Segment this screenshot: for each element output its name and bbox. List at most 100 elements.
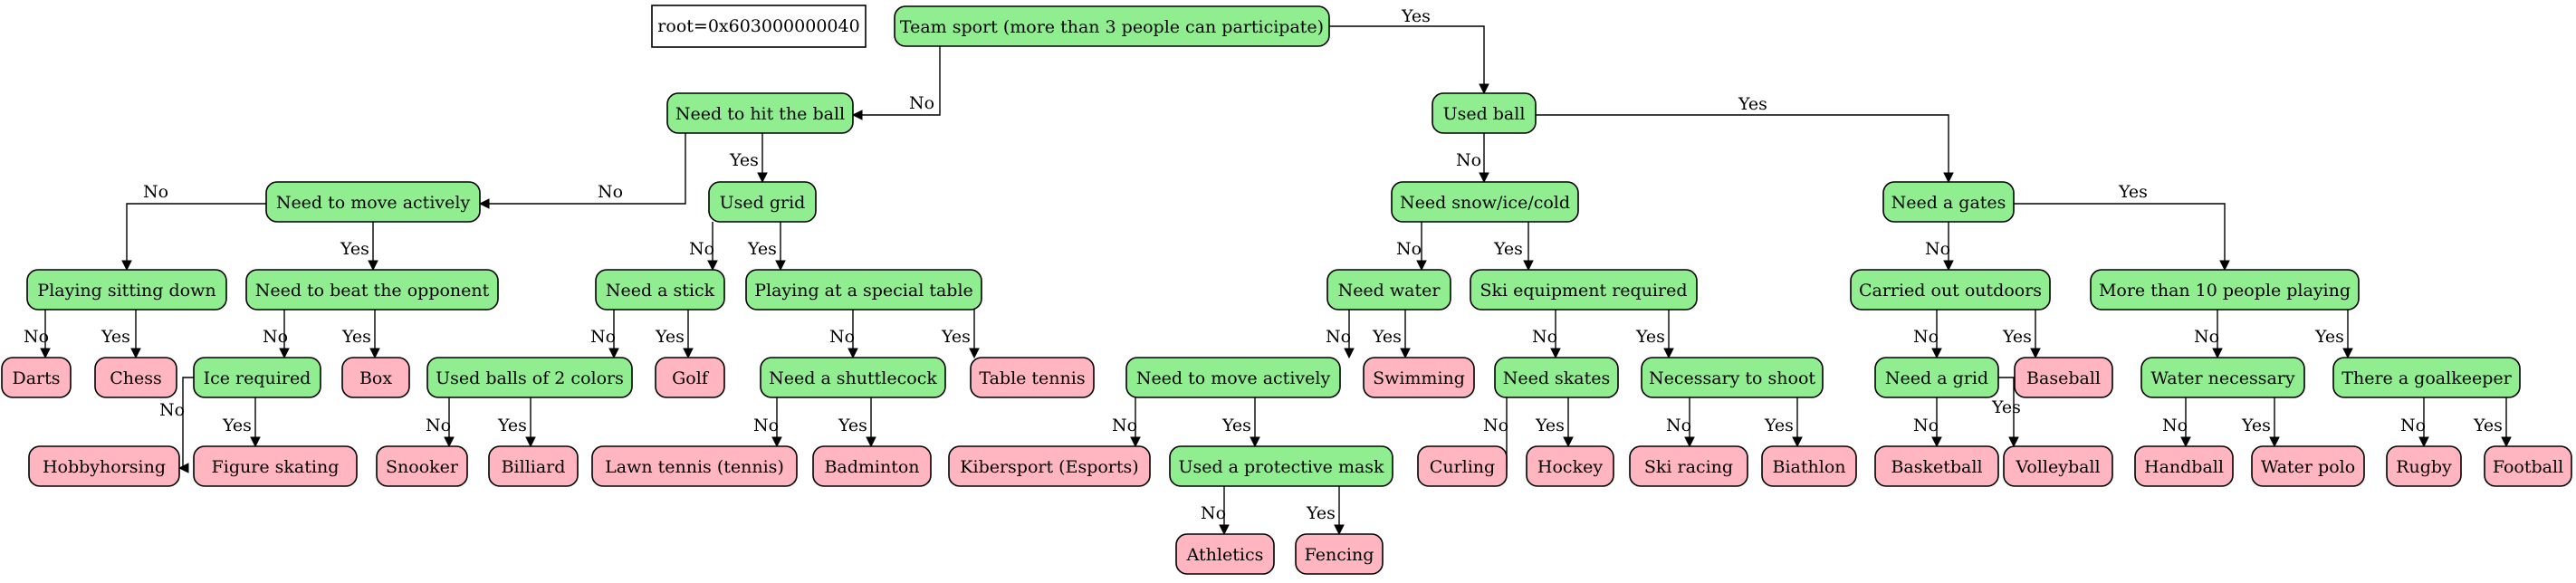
edge-label-no: No [753,416,779,435]
node-label: Baseball [2026,368,2101,388]
node-label: Biathlon [1773,457,1846,477]
decision-node-sitting: Playing sitting down [26,269,227,311]
arrowhead [1931,348,1942,359]
leaf-node-tabletennis: Table tennis [970,357,1095,398]
leaf-node-swimming: Swimming [1363,357,1475,398]
edge-label-yes: Yes [1738,94,1767,114]
edge-connector [1536,114,1949,173]
arrowhead [121,260,132,272]
edge-label-yes: Yes [341,327,371,347]
edge-n_shuttle-to-l_lawntennis: No [753,397,782,448]
node-label: Fencing [1305,545,1374,565]
edge-connector [2014,203,2226,261]
edge-n_hit-to-n_usedgrid: Yes [729,133,768,184]
edge-n_shuttle-to-l_badminton: Yes [838,397,876,448]
arrowhead [525,436,536,448]
edge-n_stick-to-l_golf: Yes [655,310,694,359]
edge-n_ice-to-l_hobbyhorsing: No [159,377,194,473]
leaf-node-baseball: Baseball [2014,357,2113,398]
node-label: Table tennis [979,368,1085,388]
node-label: Used ball [1443,104,1526,124]
leaf-node-lawntennis: Lawn tennis (tennis) [591,445,798,487]
decision-box [894,5,1330,47]
leaf-node-basketball: Basketball [1874,445,1999,487]
leaf-node-fencing: Fencing [1295,533,1384,575]
decision-box [26,269,227,311]
arrowhead [2180,436,2191,448]
arrowhead [1130,436,1141,448]
edge-connector [862,46,941,116]
leaf-box [94,357,177,398]
edge-n_2colors-to-l_snooker: No [426,397,455,448]
edge-n_ski-to-n_shoot: Yes [1635,310,1674,359]
node-label: Rugby [2396,457,2452,477]
decision-box [1641,357,1824,398]
edge-label-no: No [159,400,185,420]
decision-node-goalkeeper: There a goalkeeper [2332,357,2521,398]
leaf-node-box: Box [341,357,410,398]
edge-n_move2-to-l_kibersport: No [1112,397,1141,448]
arrowhead [1400,348,1411,359]
decision-box [1850,269,2051,311]
node-label: Need to move actively [1136,368,1331,388]
edge-n_more10-to-n_goalkeeper: Yes [2314,310,2353,359]
node-label: Hobbyhorsing [43,457,166,477]
node-label: Need a gates [1891,193,2006,213]
edge-label-yes: Yes [2241,416,2271,435]
arrowhead [1943,172,1954,184]
node-label: Used a protective mask [1178,457,1384,477]
edge-n_grid-to-l_basketball: No [1913,397,1942,448]
node-label: Curling [1430,457,1495,477]
edge-label-no: No [1201,503,1226,523]
node-label: Darts [12,368,60,388]
decision-node-mask: Used a protective mask [1169,445,1393,487]
edge-n_gates-to-n_outdoors: No [1925,222,1954,272]
edge-n_waternec-to-l_waterpolo: Yes [2241,397,2280,448]
leaf-box [488,445,579,487]
leaf-node-curling: Curling [1417,445,1508,487]
node-label: Need to beat the opponent [255,281,490,301]
edge-label-no: No [590,327,616,347]
node-label: Handball [2144,457,2224,477]
edge-n_hit-to-n_move: No [478,133,686,209]
decision-box [1391,181,1579,223]
decision-box [760,357,946,398]
arrowhead [2501,436,2512,448]
edge-label-yes: Yes [1221,416,1251,435]
arrowhead [1563,436,1574,448]
arrowhead [851,110,863,120]
decision-box [2090,269,2360,311]
decision-node-skates: Need skates [1494,357,1619,398]
leaf-node-golf: Golf [655,357,725,398]
arrowhead [707,260,718,272]
edge-n_usedgrid-to-n_table: Yes [747,222,786,272]
arrowhead [2269,436,2280,448]
node-label: Necessary to shoot [1649,368,1815,388]
edge-label-no: No [1326,327,1351,347]
edge-n_outdoors-to-l_baseball: Yes [2002,310,2041,359]
decision-box [1874,357,1999,398]
node-label: Need water [1338,281,1441,301]
decision-node-stick: Need a stick [595,269,725,311]
edge-label-no: No [426,416,451,435]
arrowhead [2008,436,2019,448]
decision-node-shuttle: Need a shuttlecock [760,357,946,398]
decision-node-usedball: Used ball [1432,92,1537,134]
decision-node-more10: More than 10 people playing [2090,269,2360,311]
decision-box [1326,269,1451,311]
edge-n_beat-to-l_box: Yes [341,310,380,359]
edge-n_table-to-l_tabletennis: Yes [941,310,980,359]
arrowhead [250,436,261,448]
arrowhead [2219,260,2230,272]
decision-node-outdoors: Carried out outdoors [1850,269,2051,311]
node-label: Carried out outdoors [1859,281,2042,301]
edge-n_mask-to-l_fencing: Yes [1306,486,1345,536]
decision-node-team: Team sport (more than 3 people can parti… [894,5,1330,47]
edge-n_shoot-to-l_skiracing: No [1666,397,1695,448]
edge-label-no: No [909,93,934,113]
leaf-node-snooker: Snooker [376,445,468,487]
leaf-box [2134,445,2234,487]
leaf-box [376,445,468,487]
